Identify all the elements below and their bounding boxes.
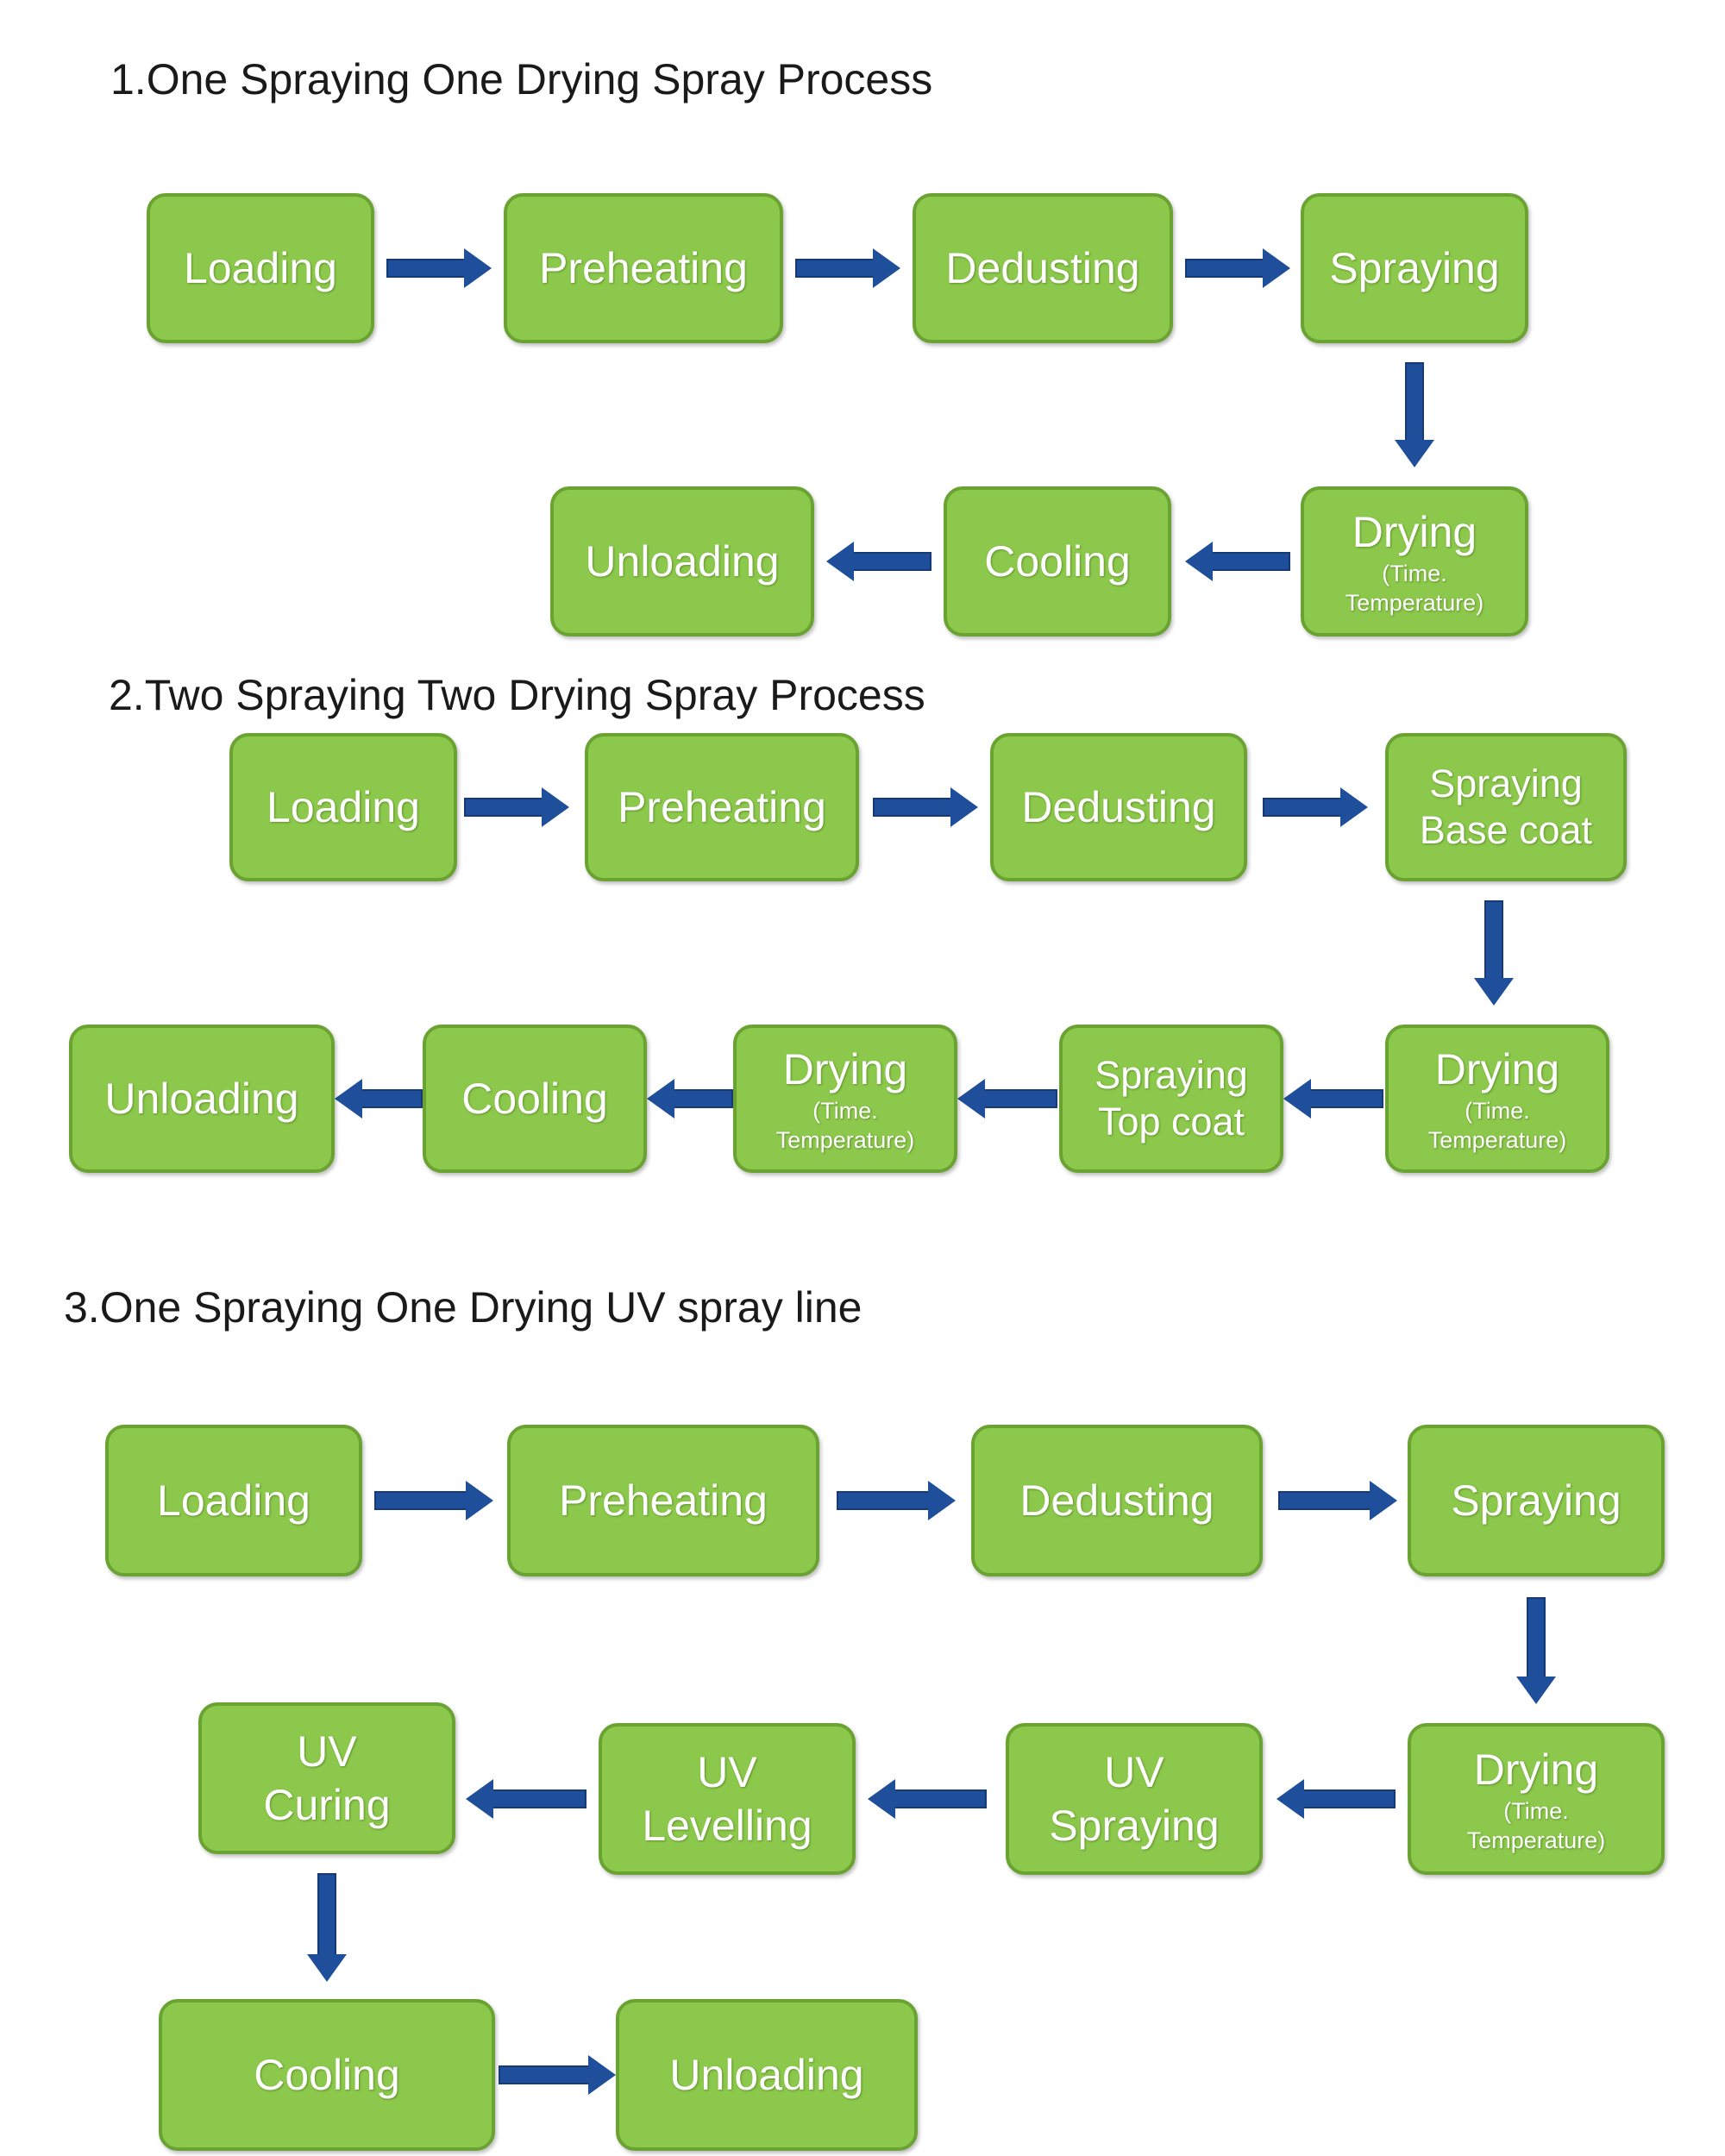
s3-arrow-1 [374,1481,493,1520]
s3-step-unloading-label: Unloading [669,2051,864,2099]
s2-step-dedusting: Dedusting [990,733,1247,881]
s2-arrow-3 [1263,787,1368,827]
s3-step-dedusting: Dedusting [971,1425,1263,1576]
s2-step-drying-1-sub1: (Time. [1465,1098,1530,1124]
s1-step-preheating-label: Preheating [539,244,748,292]
s3-step-spraying: Spraying [1408,1425,1665,1576]
s2-step-drying-2-sub1: (Time. [812,1098,878,1124]
s1-arrow-4 [1185,542,1290,581]
s1-arrow-1 [386,248,492,288]
s3-step-loading-label: Loading [157,1476,310,1525]
s3-step-preheating: Preheating [507,1425,819,1576]
s1-step-unloading: Unloading [550,486,814,636]
s2-step-spraying-top-line1: Spraying [1095,1053,1248,1097]
s2-step-drying-1-label: Drying [1434,1045,1560,1094]
s3-step-uv-levelling-line2: Levelling [642,1802,812,1850]
s1-arrow-5 [826,542,932,581]
s1-step-cooling: Cooling [944,486,1171,636]
s3-arrow-down-2 [307,1873,347,1982]
s2-step-preheating-label: Preheating [618,783,826,831]
s1-step-dedusting-label: Dedusting [945,244,1140,292]
s3-step-drying-label: Drying [1473,1745,1599,1794]
s2-arrow-2 [873,787,978,827]
s3-step-drying-sub1: (Time. [1503,1798,1569,1824]
s2-step-unloading-label: Unloading [104,1075,299,1123]
s3-step-uv-curing: UV Curing [198,1702,455,1854]
s2-step-drying-1-sub2: Temperature) [1427,1127,1567,1153]
s2-arrow-6 [647,1079,733,1119]
s2-step-preheating: Preheating [585,733,859,881]
s3-step-uv-curing-line2: Curing [263,1781,391,1829]
s3-step-dedusting-label: Dedusting [1019,1476,1214,1525]
s2-step-drying-1: Drying (Time. Temperature) [1385,1025,1609,1173]
s2-step-loading: Loading [229,733,457,881]
s1-step-drying-sub2: Temperature) [1345,590,1484,616]
s3-step-unloading: Unloading [616,1999,918,2151]
s3-arrow-4 [1276,1779,1396,1819]
s1-step-drying-sub1: (Time. [1382,561,1447,586]
s2-arrow-1 [464,787,569,827]
s1-step-spraying: Spraying [1301,193,1528,343]
s1-arrow-2 [795,248,900,288]
s3-step-cooling-label: Cooling [254,2051,400,2099]
s1-step-drying: Drying (Time. Temperature) [1301,486,1528,636]
s3-step-spraying-label: Spraying [1451,1476,1622,1525]
s1-step-loading: Loading [147,193,374,343]
s2-step-spraying-top-line2: Top coat [1097,1100,1245,1144]
s1-step-drying-label: Drying [1352,508,1477,556]
s2-step-drying-2-label: Drying [782,1045,908,1094]
s3-step-preheating-label: Preheating [559,1476,768,1525]
s2-arrow-down [1474,900,1514,1006]
s2-step-drying-2-sub2: Temperature) [775,1127,915,1153]
s3-step-cooling: Cooling [159,1999,495,2151]
s3-arrow-7 [499,2055,616,2095]
s1-step-cooling-label: Cooling [984,537,1131,586]
s3-step-drying: Drying (Time. Temperature) [1408,1723,1665,1875]
s3-step-uv-levelling-line1: UV [697,1748,757,1796]
s3-step-uv-curing-line1: UV [297,1727,357,1776]
s2-step-spraying-base-line1: Spraying [1429,761,1583,805]
section-2-title: 2.Two Spraying Two Drying Spray Process [109,671,925,719]
s3-step-uv-levelling: UV Levelling [599,1723,856,1875]
s1-step-unloading-label: Unloading [585,537,780,586]
s2-step-cooling-label: Cooling [461,1075,608,1123]
s2-step-spraying-base-line2: Base coat [1419,808,1593,852]
s2-arrow-5 [957,1079,1057,1119]
s2-step-spraying-top-coat: Spraying Top coat [1059,1025,1283,1173]
s1-step-spraying-label: Spraying [1329,244,1500,292]
s1-step-dedusting: Dedusting [913,193,1173,343]
s3-arrow-6 [466,1779,586,1819]
s2-arrow-7 [335,1079,423,1119]
s3-step-uv-spraying: UV Spraying [1006,1723,1263,1875]
s1-arrow-3 [1185,248,1290,288]
s3-arrow-3 [1278,1481,1397,1520]
s2-step-dedusting-label: Dedusting [1021,783,1216,831]
s3-step-uv-spraying-line1: UV [1104,1748,1164,1796]
s1-step-loading-label: Loading [184,244,337,292]
s2-step-drying-2: Drying (Time. Temperature) [733,1025,957,1173]
s3-arrow-down-1 [1516,1597,1556,1704]
s2-step-spraying-base-coat: Spraying Base coat [1385,733,1627,881]
section-1-title: 1.One Spraying One Drying Spray Process [110,55,933,103]
s3-step-loading: Loading [105,1425,362,1576]
s2-arrow-4 [1283,1079,1383,1119]
section-3-title: 3.One Spraying One Drying UV spray line [64,1283,862,1332]
s1-step-preheating: Preheating [504,193,783,343]
s3-arrow-5 [868,1779,987,1819]
s1-arrow-down [1395,362,1434,467]
s2-step-unloading: Unloading [69,1025,335,1173]
s3-arrow-2 [837,1481,956,1520]
s2-step-loading-label: Loading [267,783,420,831]
s3-step-uv-spraying-line2: Spraying [1049,1802,1220,1850]
s2-step-cooling: Cooling [423,1025,647,1173]
s3-step-drying-sub2: Temperature) [1466,1827,1606,1853]
